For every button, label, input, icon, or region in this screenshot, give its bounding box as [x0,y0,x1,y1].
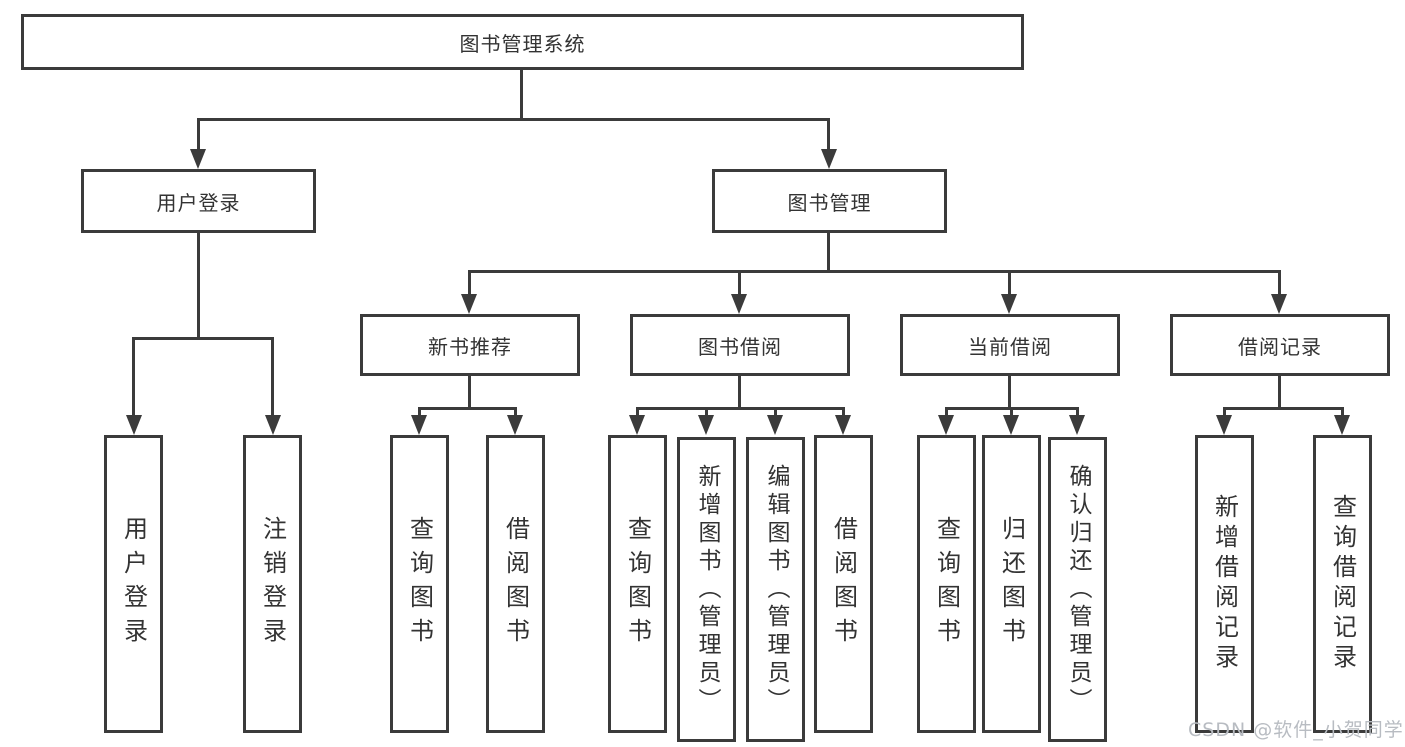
arrowhead [1216,415,1232,435]
leaf-borrow-books-label: 借阅图书 [829,516,858,652]
leaf-edit-books-admin-label: 编辑图书（管理员） [763,463,789,716]
leaf-edit-books-admin: 编辑图书（管理员） [746,437,805,742]
arrowhead [698,415,714,435]
connector [827,118,830,149]
connector [418,407,517,410]
leaf-return-books-label: 归还图书 [997,516,1026,652]
leaf-borrow-books: 借阅图书 [814,435,873,733]
leaf-confirm-return-admin-label: 确认归还（管理员） [1065,463,1091,716]
connector [738,376,741,407]
connector [1008,376,1011,407]
connector [1223,407,1344,410]
connector [1341,407,1344,415]
leaf-current-query-books-label: 查询图书 [932,516,961,652]
leaf-confirm-return-admin: 确认归还（管理员） [1048,437,1107,742]
connector [197,233,200,337]
arrowhead [1334,415,1350,435]
node-borrow-records-label: 借阅记录 [1238,334,1322,359]
leaf-user-login-label: 用户登录 [119,516,148,652]
arrowhead [411,415,427,435]
connector [636,407,639,415]
connector [1223,407,1226,415]
arrowhead [1003,415,1019,435]
node-borrow-records: 借阅记录 [1170,314,1390,376]
leaf-recommend-borrow-books: 借阅图书 [486,435,545,733]
leaf-add-borrow-record-label: 新增借阅记录 [1210,494,1239,674]
connector [1076,407,1079,415]
connector [132,337,274,340]
arrowhead [629,415,645,435]
connector [1008,270,1011,294]
arrowhead [821,149,837,169]
connector [468,270,1281,273]
arrowhead [1001,294,1017,314]
connector [418,407,421,415]
connector [1010,407,1013,415]
csdn-watermark: CSDN @软件_小贺同学 [1188,719,1404,741]
leaf-borrow-query-books: 查询图书 [608,435,667,733]
node-root-label: 图书管理系统 [459,31,586,56]
connector [468,270,471,294]
connector [520,70,523,118]
leaf-add-books-admin-label: 新增图书（管理员） [694,463,720,716]
node-book-management: 图书管理 [712,169,947,233]
node-book-borrow: 图书借阅 [630,314,850,376]
connector [1278,270,1281,294]
leaf-add-borrow-record: 新增借阅记录 [1195,435,1254,733]
arrowhead [507,415,523,435]
connector [827,233,830,270]
leaf-add-books-admin: 新增图书（管理员） [677,437,736,742]
leaf-return-books: 归还图书 [982,435,1041,733]
connector [271,337,274,415]
connector [514,407,517,415]
connector [197,118,200,149]
node-user-login-label: 用户登录 [156,190,241,215]
node-current-borrow-label: 当前借阅 [968,334,1052,359]
leaf-user-login: 用户登录 [104,435,163,733]
arrowhead [731,294,747,314]
connector [468,376,471,407]
connector [774,407,777,415]
connector [197,118,830,121]
node-new-book-recommend-label: 新书推荐 [428,334,512,359]
arrowhead [938,415,954,435]
connector [842,407,845,415]
arrowhead [767,415,783,435]
arrowhead [190,149,206,169]
leaf-logout-label: 注销登录 [258,516,287,652]
leaf-recommend-query-books-label: 查询图书 [405,516,434,652]
connector [705,407,708,415]
node-root: 图书管理系统 [21,14,1024,70]
arrowhead [461,294,477,314]
node-book-borrow-label: 图书借阅 [698,334,782,359]
leaf-logout: 注销登录 [243,435,302,733]
arrowhead [265,415,281,435]
arrowhead [1069,415,1085,435]
node-new-book-recommend: 新书推荐 [360,314,580,376]
arrowhead [1271,294,1287,314]
connector [738,270,741,294]
connector [1278,376,1281,407]
leaf-current-query-books: 查询图书 [917,435,976,733]
connector [636,407,845,410]
leaf-recommend-borrow-books-label: 借阅图书 [501,516,530,652]
leaf-query-borrow-record: 查询借阅记录 [1313,435,1372,733]
arrowhead [126,415,142,435]
connector [945,407,948,415]
node-user-login: 用户登录 [81,169,316,233]
arrowhead [835,415,851,435]
leaf-recommend-query-books: 查询图书 [390,435,449,733]
leaf-query-borrow-record-label: 查询借阅记录 [1328,494,1357,674]
leaf-borrow-query-books-label: 查询图书 [623,516,652,652]
node-current-borrow: 当前借阅 [900,314,1120,376]
node-book-management-label: 图书管理 [787,190,872,215]
connector [132,337,135,415]
